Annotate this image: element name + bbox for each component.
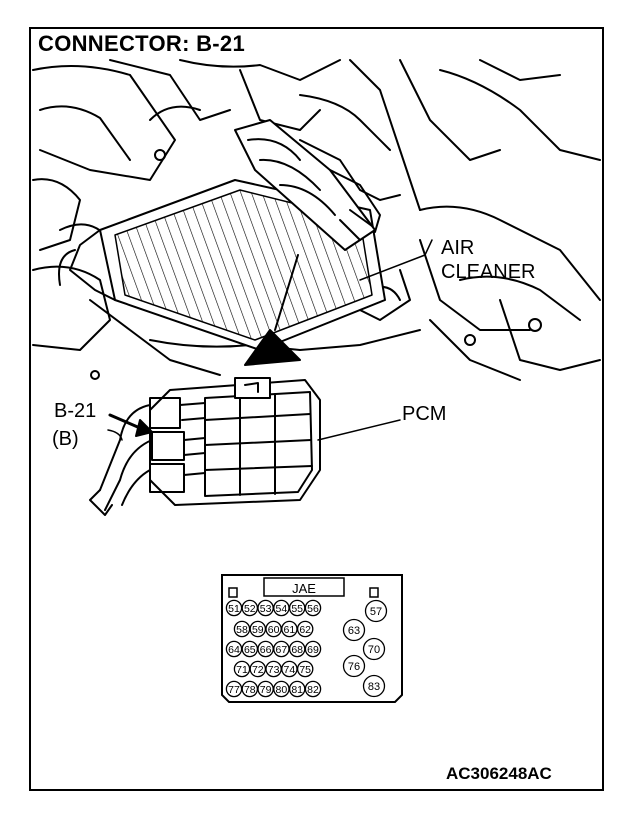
connector-pin-number: 70 <box>368 644 380 656</box>
connector-pin-number: 66 <box>260 644 272 656</box>
connector-pin-number: 69 <box>307 644 319 656</box>
connector-pin-number: 59 <box>252 624 264 636</box>
figure-title: CONNECTOR: B-21 <box>38 31 246 56</box>
connector-pin-number: 82 <box>307 684 319 696</box>
connector-pin-number: 52 <box>244 603 256 615</box>
air-cleaner-label-line2: CLEANER <box>441 261 536 283</box>
connector-pin <box>304 680 322 698</box>
connector-pin <box>364 599 388 623</box>
connector-pin <box>342 618 366 642</box>
pcm-label: PCM <box>402 403 447 425</box>
connector-pin-number: 55 <box>291 603 303 615</box>
figure-code: AC306248AC <box>446 764 552 783</box>
connector-pin <box>296 620 314 638</box>
connector-pin <box>296 660 314 678</box>
connector-pin-number: 79 <box>260 684 272 696</box>
connector-pin-number: 61 <box>284 624 296 636</box>
connector-pin-number: 75 <box>299 664 311 676</box>
connector-pin <box>304 599 322 617</box>
connector-pin-number: 54 <box>276 603 288 615</box>
connector-pin <box>342 654 366 678</box>
connector-pin-number: 64 <box>228 644 240 656</box>
connector-pin-number: 58 <box>236 624 248 636</box>
connector-pin-number: 77 <box>228 684 240 696</box>
connector-pin-number: 63 <box>348 625 360 637</box>
connector-pin <box>362 674 386 698</box>
connector-pin-number: 74 <box>284 664 296 676</box>
connector-pin-number: 65 <box>244 644 256 656</box>
connector-pin-number: 72 <box>252 664 264 676</box>
connector-pin-number: 57 <box>370 606 382 618</box>
connector-pin-number: 83 <box>368 681 380 693</box>
connector-pin-number: 53 <box>260 603 272 615</box>
connector-pin-number: 56 <box>307 603 319 615</box>
figure-frame <box>29 27 604 791</box>
air-cleaner-label-line1: AIR <box>441 237 475 259</box>
connector-pin <box>362 637 386 661</box>
connector-header: JAE <box>292 581 316 596</box>
connector-pin-number: 71 <box>236 664 248 676</box>
connector-pin-number: 81 <box>291 684 303 696</box>
connector-pin-number: 68 <box>291 644 303 656</box>
b21-side-label: (B) <box>52 428 79 450</box>
connector-pin-number: 76 <box>348 661 360 673</box>
connector-pin <box>304 640 322 658</box>
connector-pin-number: 51 <box>228 603 240 615</box>
connector-pin-number: 73 <box>268 664 280 676</box>
connector-pin-number: 78 <box>244 684 256 696</box>
connector-pin-number: 67 <box>276 644 288 656</box>
connector-pin-number: 62 <box>299 624 311 636</box>
connector-pin-number: 60 <box>268 624 280 636</box>
b21-label: B-21 <box>54 400 97 422</box>
connector-pin-number: 80 <box>276 684 288 696</box>
